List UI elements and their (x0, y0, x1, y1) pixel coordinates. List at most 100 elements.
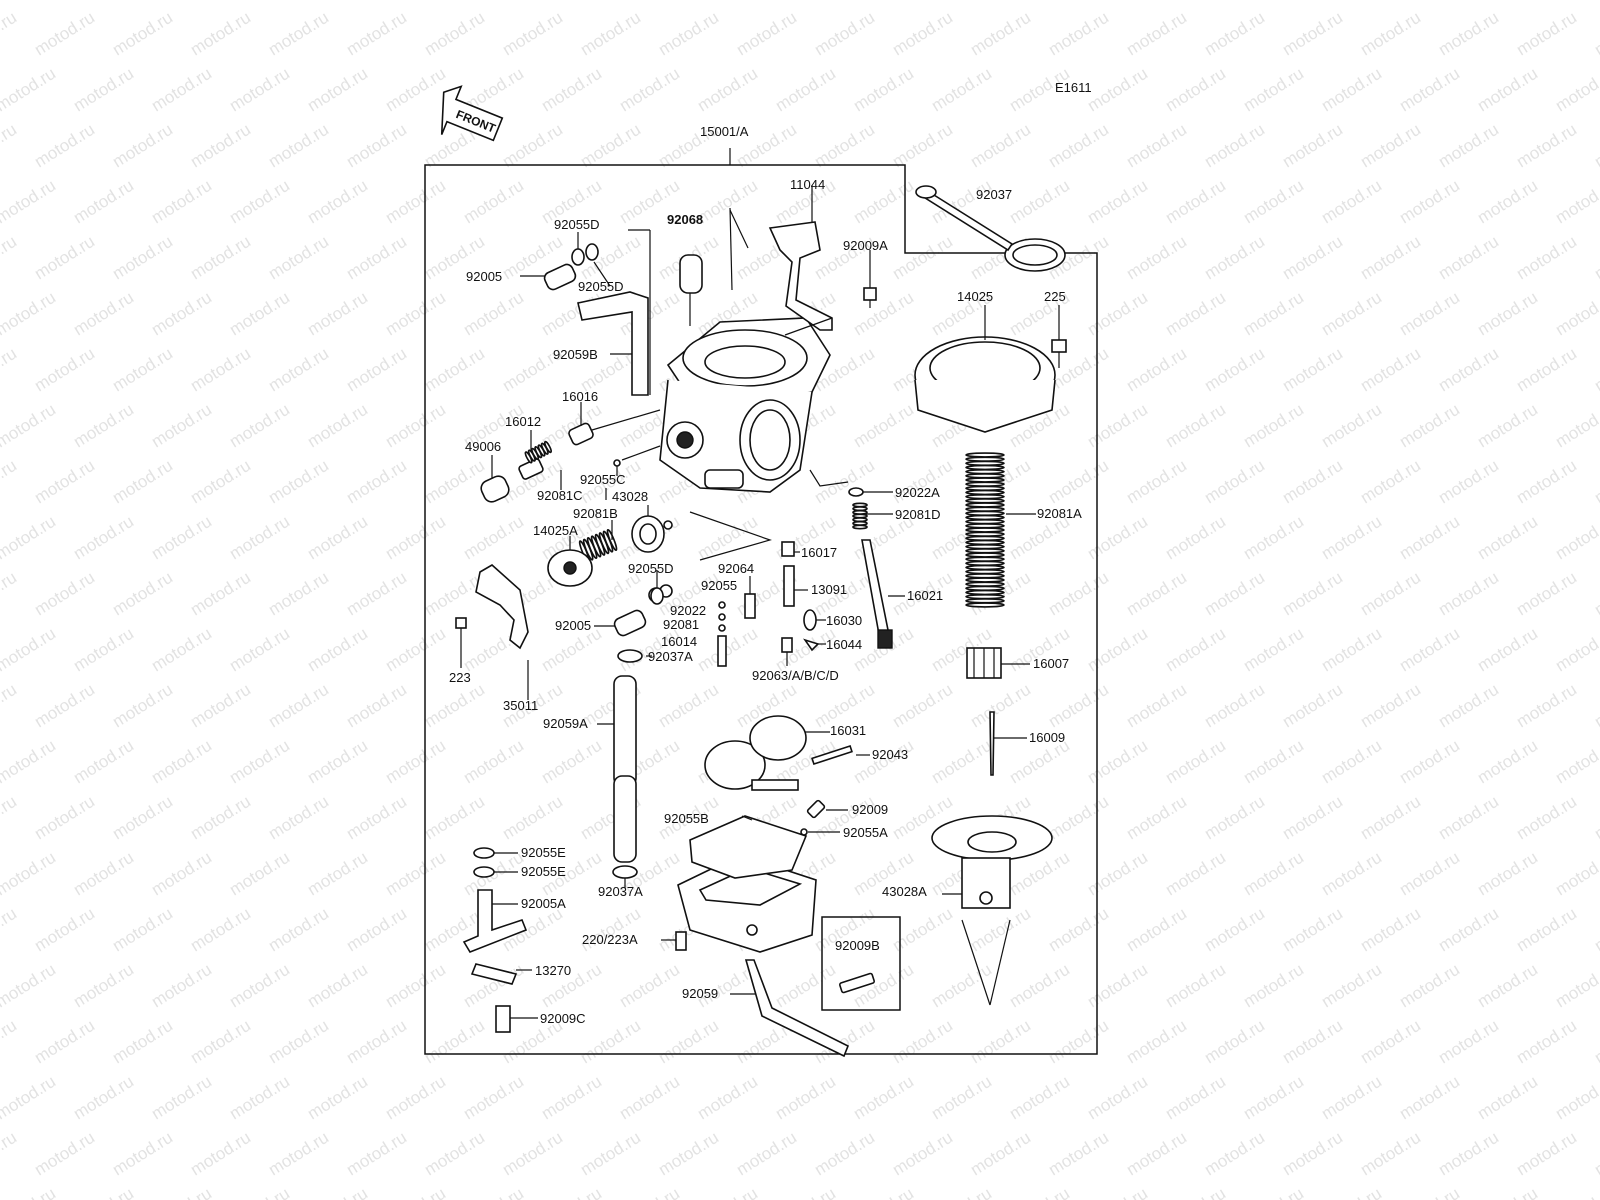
watermark-text: motod.ru (1006, 1072, 1073, 1124)
watermark-text: motod.ru (1474, 0, 1541, 3)
watermark-text: motod.ru (1279, 232, 1346, 284)
watermark-text: motod.ru (616, 1184, 683, 1200)
watermark-text: motod.ru (577, 8, 644, 60)
watermark-text: motod.ru (1201, 792, 1268, 844)
watermark-text: motod.ru (538, 0, 605, 3)
watermark-text: motod.ru (1396, 1184, 1463, 1200)
watermark-text: motod.ru (1279, 120, 1346, 172)
watermark-text: motod.ru (109, 680, 176, 732)
watermark-text: motod.ru (967, 680, 1034, 732)
watermark-text: motod.ru (0, 176, 59, 228)
watermark-text: motod.ru (1435, 680, 1502, 732)
watermark-text: motod.ru (187, 8, 254, 60)
watermark-text: motod.ru (1591, 456, 1600, 508)
spring-coil (965, 493, 1005, 500)
part-14025-cover (914, 336, 1056, 433)
watermark-text: motod.ru (148, 64, 215, 116)
part-16009-needle (989, 711, 995, 776)
spring-coil (965, 523, 1005, 529)
watermark-text: motod.ru (1435, 792, 1502, 844)
watermark-text: motod.ru (1318, 848, 1385, 900)
watermark-text: motod.ru (187, 456, 254, 508)
watermark-text: motod.ru (187, 344, 254, 396)
watermark-text: motod.ru (382, 0, 449, 3)
spring-coil (965, 577, 1005, 583)
watermark-text: motod.ru (460, 736, 527, 788)
watermark-text: motod.ru (1435, 120, 1502, 172)
spring-coil (965, 485, 1005, 492)
watermark-text: motod.ru (1513, 232, 1580, 284)
watermark-text: motod.ru (109, 120, 176, 172)
watermark-text: motod.ru (1591, 232, 1600, 284)
spring-coil (965, 581, 1005, 587)
watermark-text: motod.ru (382, 400, 449, 452)
part-35011-plate (475, 564, 529, 650)
part-225-screw (1051, 339, 1067, 368)
spring-coil (965, 456, 1005, 462)
watermark-text: motod.ru (1162, 1184, 1229, 1200)
watermark-text: motod.ru (304, 960, 371, 1012)
label-92059A: 92059A (543, 716, 588, 731)
watermark-text: motod.ru (1279, 1128, 1346, 1180)
watermark-text: motod.ru (343, 680, 410, 732)
label-92005-low: 92005 (555, 618, 591, 633)
watermark-text: motod.ru (538, 736, 605, 788)
watermark-text: motod.ru (148, 288, 215, 340)
watermark-text: motod.ru (148, 960, 215, 1012)
watermark-text: motod.ru (382, 960, 449, 1012)
watermark-text: motod.ru (694, 1184, 761, 1200)
watermark-text: motod.ru (0, 1072, 59, 1124)
watermark-text: motod.ru (1201, 680, 1268, 732)
watermark-text: motod.ru (928, 1072, 995, 1124)
watermark-text: motod.ru (0, 1128, 20, 1180)
watermark-text: motod.ru (1552, 848, 1600, 900)
watermark-text: motod.ru (1552, 0, 1600, 3)
watermark-text: motod.ru (343, 792, 410, 844)
watermark-text: motod.ru (1240, 624, 1307, 676)
watermark-text: motod.ru (109, 568, 176, 620)
assembly-frame (424, 164, 1098, 1055)
watermark-text: motod.ru (1084, 1072, 1151, 1124)
label-92005A: 92005A (521, 896, 566, 911)
watermark-text: motod.ru (889, 232, 956, 284)
watermark-text: motod.ru (499, 120, 566, 172)
watermark-text: motod.ru (1162, 512, 1229, 564)
part-92055D-oring-a (571, 248, 585, 266)
watermark-text: motod.ru (460, 512, 527, 564)
watermark-text: motod.ru (382, 1184, 449, 1200)
watermark-text: motod.ru (1591, 792, 1600, 844)
watermark-text: motod.ru (1162, 624, 1229, 676)
spring-coil (965, 552, 1005, 558)
label-16021: 16021 (907, 588, 943, 603)
label-92022A: 92022A (895, 485, 940, 500)
watermark-text: motod.ru (1396, 624, 1463, 676)
watermark-text: motod.ru (343, 568, 410, 620)
spring-coil (965, 481, 1005, 487)
watermark-text: motod.ru (1240, 736, 1307, 788)
watermark-text: motod.ru (1396, 512, 1463, 564)
watermark-text: motod.ru (382, 624, 449, 676)
watermark-text: motod.ru (109, 1016, 176, 1068)
watermark-text: motod.ru (1357, 344, 1424, 396)
watermark-text: motod.ru (928, 736, 995, 788)
watermark-text: motod.ru (772, 0, 839, 3)
watermark-text: motod.ru (0, 0, 59, 3)
watermark-text: motod.ru (31, 120, 98, 172)
watermark-text: motod.ru (889, 904, 956, 956)
spring-coil (965, 502, 1005, 508)
watermark-text: motod.ru (499, 8, 566, 60)
label-92081B: 92081B (573, 506, 618, 521)
watermark-text: motod.ru (0, 232, 20, 284)
watermark-text: motod.ru (0, 1184, 59, 1200)
label-92055: 92055 (701, 578, 737, 593)
label-13270: 13270 (535, 963, 571, 978)
part-92059-tube (744, 959, 850, 1058)
watermark-text: motod.ru (304, 1184, 371, 1200)
part-16012 (518, 458, 544, 480)
watermark-text: motod.ru (70, 736, 137, 788)
part-16031-float (704, 715, 807, 791)
watermark-text: motod.ru (421, 456, 488, 508)
part-92055E-oring-1 (473, 847, 495, 859)
label-92055B: 92055B (664, 811, 709, 826)
